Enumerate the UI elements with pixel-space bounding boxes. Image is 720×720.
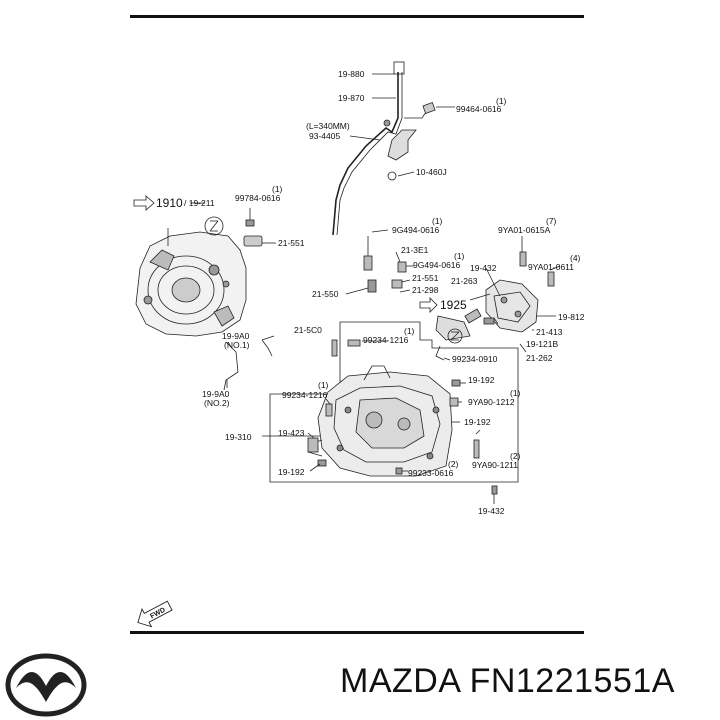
brand-part-number: MAZDA FN1221551A xyxy=(340,662,675,701)
label-qty: (2) xyxy=(510,451,521,461)
ref-mark-z-right xyxy=(447,328,463,344)
label-21-263: 21-263 xyxy=(451,276,478,286)
label-9ya90-1212: 9YA90-1212 xyxy=(468,397,515,407)
label-qty: (4) xyxy=(570,253,581,263)
label-19-211: / 19-211 xyxy=(184,198,215,208)
label-no1: (NO.1) xyxy=(224,340,250,350)
transmission-case xyxy=(307,365,453,477)
label-19-192-a: 19-192 xyxy=(468,375,495,385)
label-19-423: 19-423 xyxy=(278,428,305,438)
label-19-310: 19-310 xyxy=(225,432,252,442)
label-19-192-b: 19-192 xyxy=(464,417,491,427)
label-9ya01-0611: 9YA01-0611 xyxy=(528,262,574,272)
dipstick-handle xyxy=(393,61,405,75)
label-fwd: FWD xyxy=(149,607,166,621)
label-21-550: 21-550 xyxy=(312,289,339,299)
label-21-3e1: 21-3E1 xyxy=(401,245,429,255)
label-19-9a0-no1: 19-9A0 xyxy=(222,331,250,341)
label-99234-1216-a: 99234-1216 xyxy=(363,335,409,345)
label-19-812: 19-812 xyxy=(558,312,585,322)
label-21-262: 21-262 xyxy=(526,353,553,363)
label-no2: (NO.2) xyxy=(204,398,230,408)
label-qty: (1) xyxy=(510,388,521,398)
label-19-870: 19-870 xyxy=(338,93,365,103)
top-rule xyxy=(130,15,584,18)
label-qty: (1) xyxy=(496,96,507,106)
label-qty: (2) xyxy=(448,459,459,469)
label-qty: (1) xyxy=(404,326,415,336)
label-qty: (1) xyxy=(318,380,329,390)
label-21-551-mid: 21-551 xyxy=(412,273,439,283)
label-21-413: 21-413 xyxy=(536,327,563,337)
label-9g494-0616-b: 9G494-0616 xyxy=(413,260,461,270)
label-19-880: 19-880 xyxy=(338,69,365,79)
o-ring xyxy=(387,171,397,181)
label-length: (L=340MM) xyxy=(306,121,350,131)
label-99784-0616: 99784-0616 xyxy=(235,193,281,203)
part-number: FN1221551A xyxy=(469,662,675,700)
label-9g494-0616-a: 9G494-0616 xyxy=(392,225,440,235)
mazda-logo-icon xyxy=(5,653,87,717)
brand-name: MAZDA xyxy=(340,662,460,700)
label-qty: (1) xyxy=(432,216,443,226)
label-99464-0616: 99464-0616 xyxy=(456,104,502,114)
dipstick-bracket xyxy=(387,129,417,161)
label-19-432-bottom: 19-432 xyxy=(478,506,505,516)
ref-mark-z-left xyxy=(204,216,224,236)
label-19-9a0-no2: 19-9A0 xyxy=(202,389,230,399)
case-group-outline xyxy=(269,321,519,483)
label-21-5c0: 21-5C0 xyxy=(294,325,322,335)
label-21-551-left: 21-551 xyxy=(278,238,305,248)
label-qty: (7) xyxy=(546,216,557,226)
label-qty: (1) xyxy=(454,251,465,261)
ref-arrow-icon xyxy=(133,195,155,211)
forward-arrow-icon: FWD xyxy=(137,600,173,628)
bottom-rule xyxy=(130,631,584,634)
label-9ya90-1211: 9YA90-1211 xyxy=(472,460,518,470)
dipstick-tube xyxy=(332,72,399,236)
label-99233-0616: 99233-0616 xyxy=(408,468,454,478)
label-10-460j: 10-460J xyxy=(416,167,447,177)
label-9ya01-0615a: 9YA01-0615A xyxy=(498,225,551,235)
label-19-432-top: 19-432 xyxy=(470,263,497,273)
label-21-298: 21-298 xyxy=(412,285,439,295)
label-93-4405: 93-4405 xyxy=(309,131,340,141)
label-qty: (1) xyxy=(272,184,283,194)
control-valve xyxy=(435,315,471,341)
label-1910: 1910 xyxy=(156,196,183,210)
converter-housing xyxy=(135,231,247,337)
label-99234-1216-b: 99234-1216 xyxy=(282,390,328,400)
label-1925: 1925 xyxy=(440,298,467,312)
label-19-192-c: 19-192 xyxy=(278,467,305,477)
label-19-121b: 19-121B xyxy=(526,339,558,349)
label-99234-0910: 99234-0910 xyxy=(452,354,498,364)
valve-body-cover xyxy=(485,279,539,333)
ref-arrow-icon xyxy=(419,297,438,313)
